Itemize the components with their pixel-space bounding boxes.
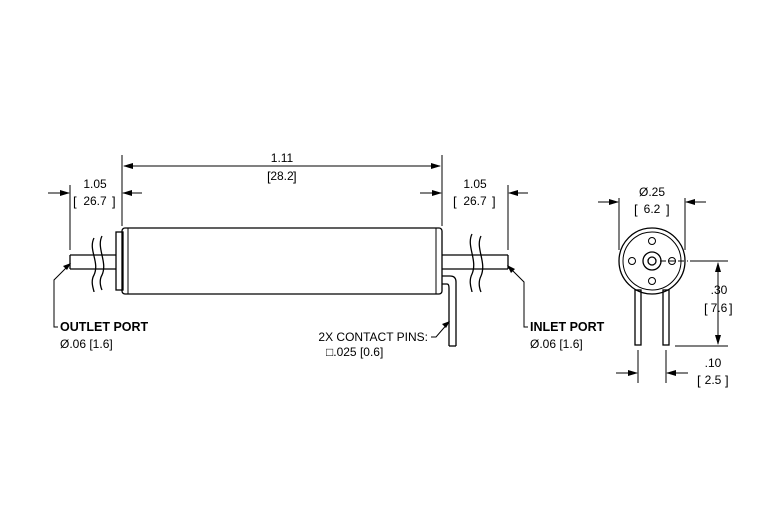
end-diameter-mm: 6.2 [644,202,661,216]
pin-spacing-dimension: .10 [ 2.5 ] [616,356,729,388]
outlet-port-size: Ø.06 [1.6] [60,337,113,351]
outlet-port-callout: OUTLET PORT Ø.06 [1.6] [53,263,149,351]
svg-text:[: [ [73,194,77,209]
pump-body [121,227,443,295]
end-diameter-dimension: Ø.25 [ 6.2 ] [598,185,706,217]
inlet-port-label: INLET PORT [530,320,605,334]
hole-right [668,257,676,265]
hole-left [628,257,636,265]
hole-bottom [648,277,656,285]
inlet-port-size: Ø.06 [1.6] [530,337,583,351]
right-port-length-inch: 1.05 [463,177,487,191]
side-view: 1.11 [ 28.2 ] 1.05 [ 26.7 ] 1.05 [ 26.7 … [48,151,605,359]
contact-pin [442,275,457,347]
pin-offset-dimension: .30 [ 7.6 ] [704,262,733,345]
left-end-cap [115,231,124,291]
end-view-outer-circle [618,227,686,295]
end-diameter-inch: Ø.25 [639,185,665,199]
svg-text:[: [ [697,373,701,388]
inlet-port-callout: INLET PORT Ø.06 [1.6] [507,265,605,351]
pin-spacing-mm: 2.5 [705,373,722,387]
svg-text:]: ] [293,169,297,184]
svg-text:]: ] [729,301,733,316]
svg-text:]: ] [112,194,116,209]
outlet-port-label: OUTLET PORT [60,320,149,334]
outlet-port-tube [69,235,116,293]
center-port [642,251,662,271]
pin-spacing-inch: .10 [705,356,722,370]
left-port-length-dimension: 1.05 [ 26.7 ] [48,177,142,209]
svg-text:[: [ [634,202,638,217]
hole-top [648,237,656,245]
left-port-length-mm: 26.7 [83,194,107,208]
right-port-length-mm: 26.7 [463,194,487,208]
svg-text:]: ] [492,194,496,209]
svg-text:[: [ [704,301,708,316]
left-port-length-inch: 1.05 [83,177,107,191]
svg-text:]: ] [725,373,729,388]
overall-length-dimension: 1.11 [ 28.2 ] [123,151,441,184]
overall-length-inch: 1.11 [271,151,294,165]
right-port-length-dimension: 1.05 [ 26.7 ] [420,177,528,209]
svg-text:[: [ [453,194,457,209]
end-view: Ø.25 [ 6.2 ] .30 [ 7.6 ] .10 [ 2.5 [598,185,733,388]
svg-text:]: ] [666,202,670,217]
svg-text:[: [ [267,169,271,184]
contact-pins-callout: 2X CONTACT PINS: □.025 [0.6] [318,321,450,359]
contact-pins-size: □.025 [0.6] [326,345,383,359]
contact-pins-label: 2X CONTACT PINS: [318,330,428,344]
inlet-port-tube [442,233,509,293]
pin-offset-mm: 7.6 [711,301,728,315]
end-view-pins [634,289,670,346]
pin-offset-inch: .30 [711,283,728,297]
overall-length-mm: 28.2 [270,169,294,183]
